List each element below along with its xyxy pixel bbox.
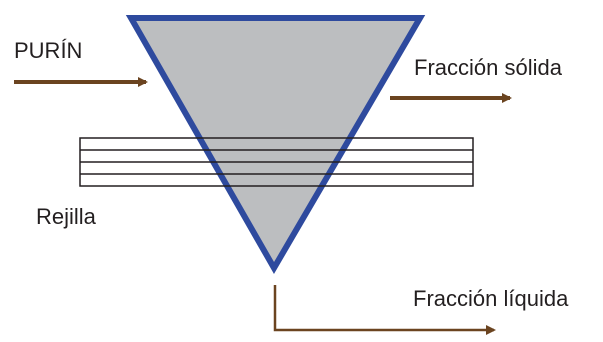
separator-cone (125, 15, 426, 274)
input-label: PURÍN (14, 38, 82, 63)
grid-label: Rejilla (36, 204, 97, 229)
solid-output-label: Fracción sólida (414, 55, 563, 80)
liquid-output-label: Fracción líquida (413, 286, 569, 311)
liquid-output-arrow (273, 285, 496, 335)
grid-screen (79, 137, 474, 187)
